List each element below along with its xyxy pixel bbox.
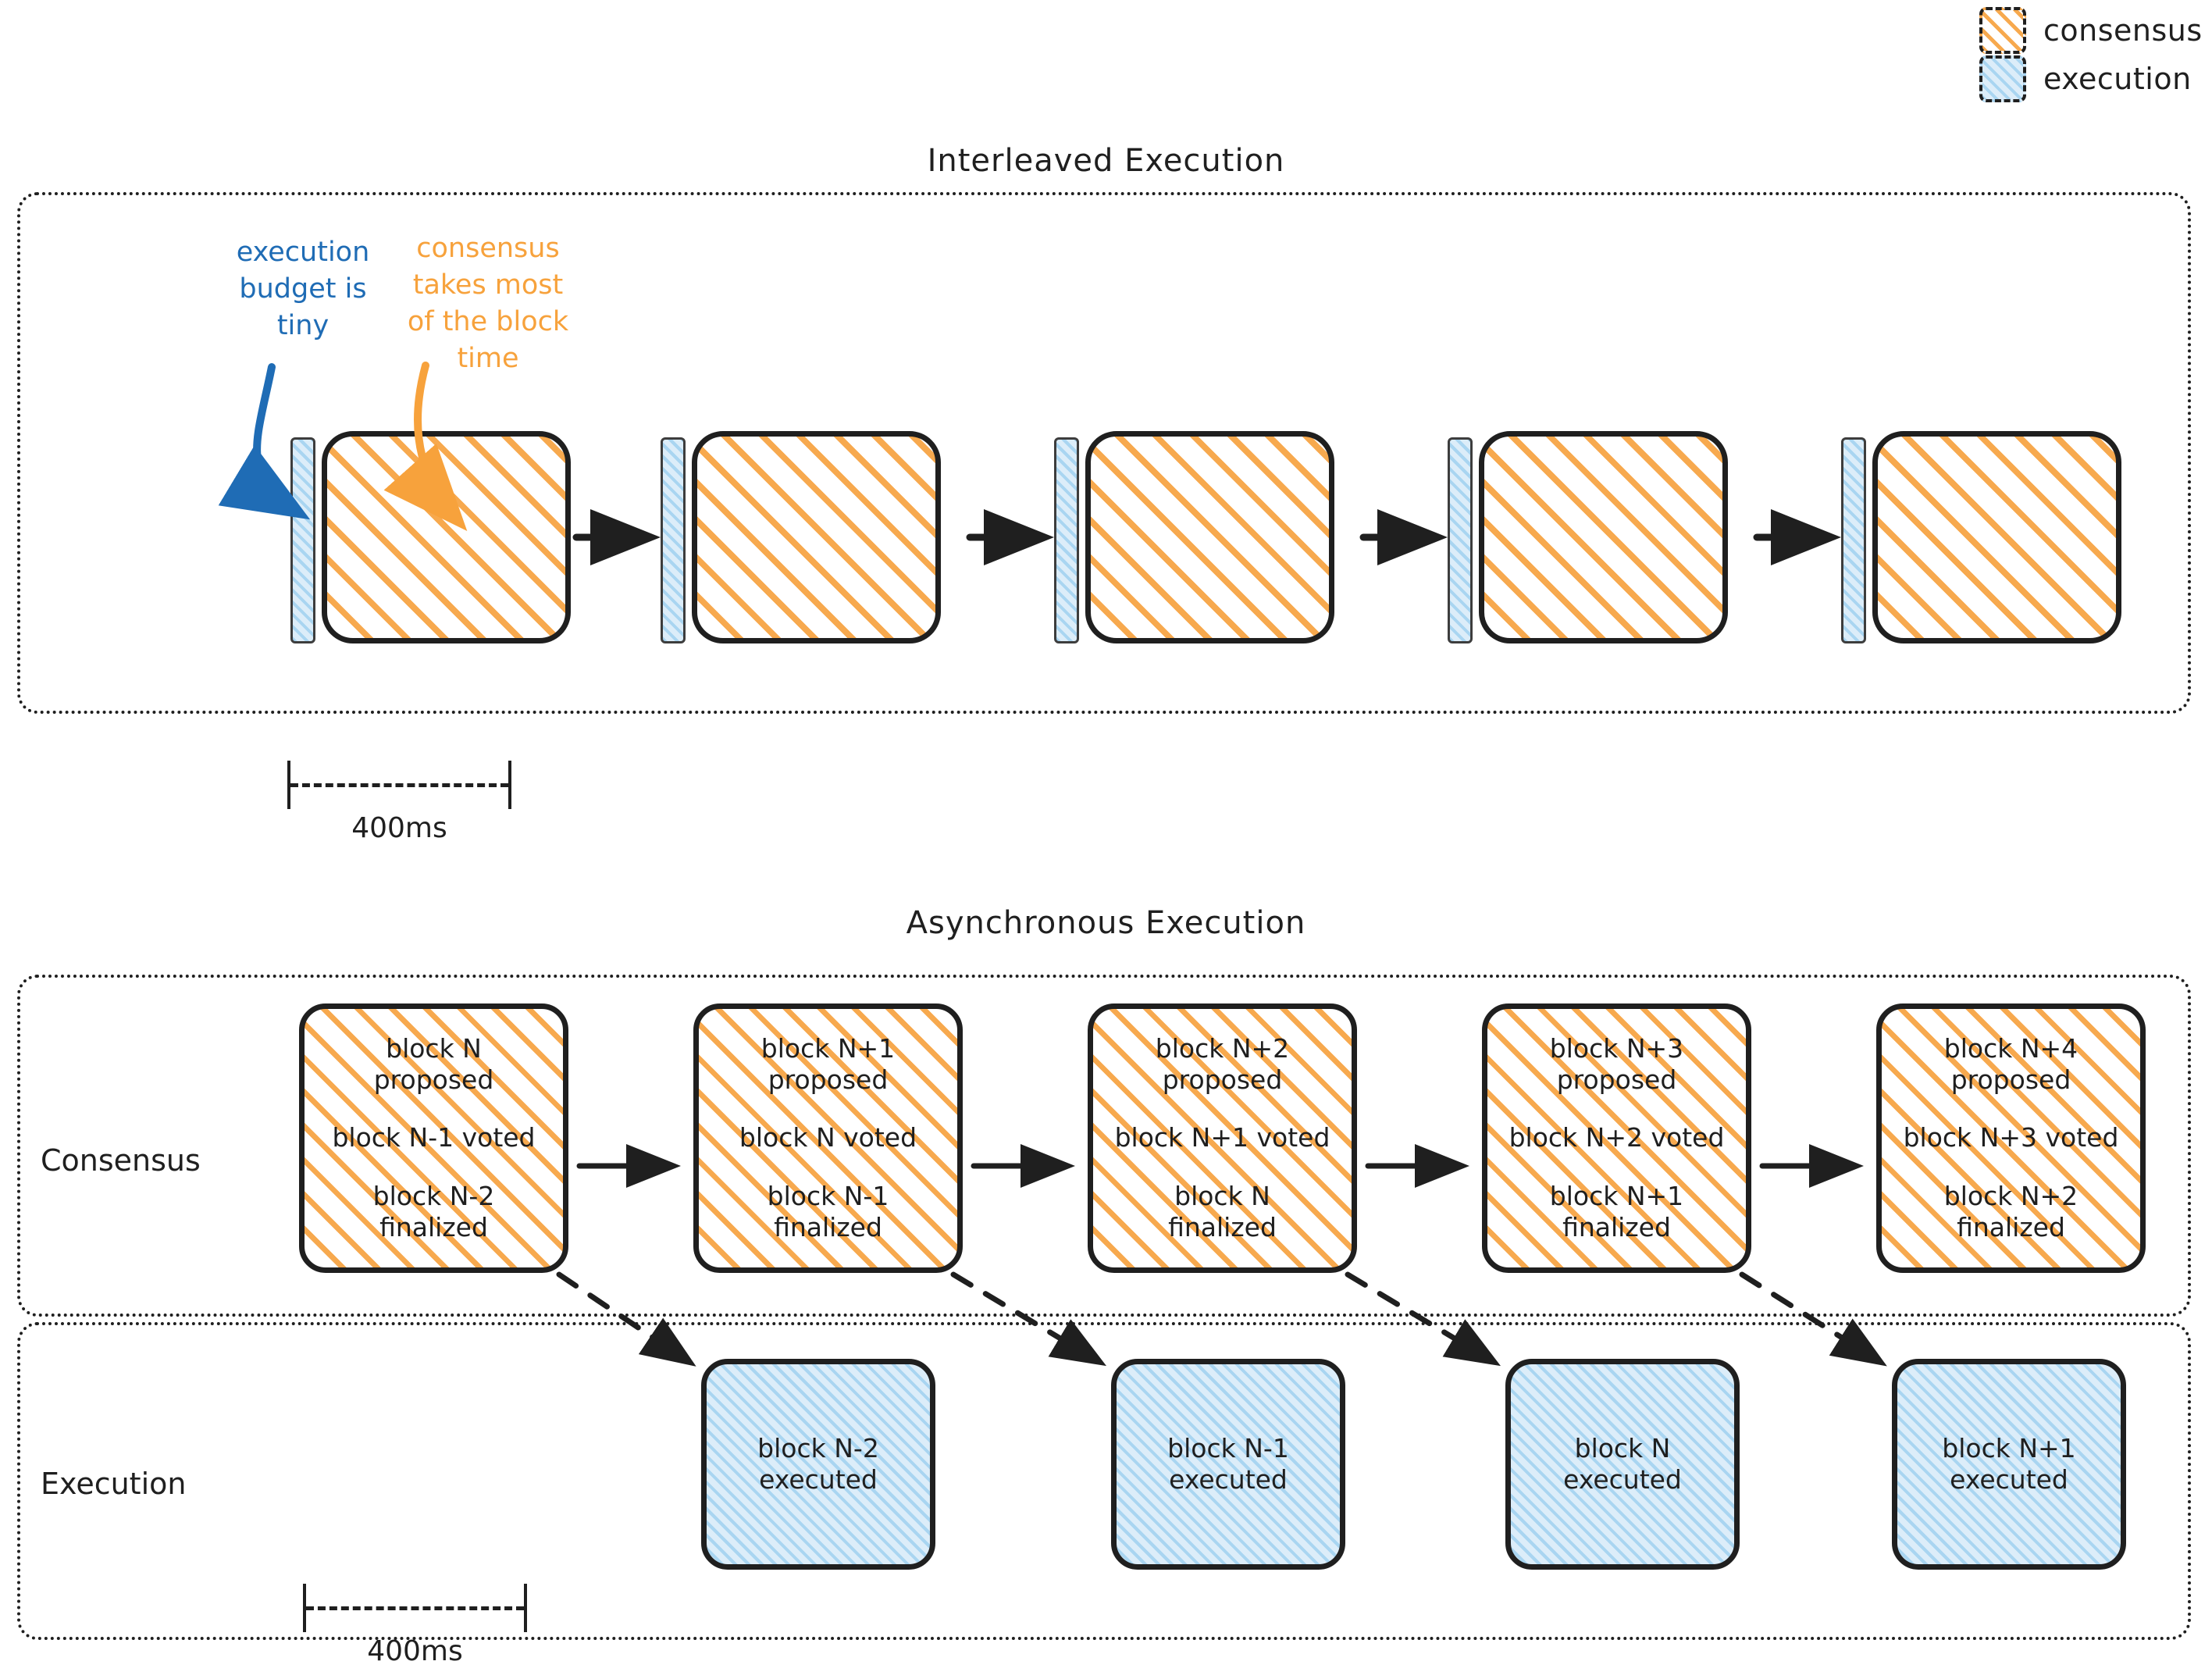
line: finalized: [774, 1211, 882, 1242]
line: proposed: [1162, 1064, 1283, 1096]
consensus-block-1: block N proposed block N-1 voted block N…: [299, 1003, 568, 1273]
line: proposed: [373, 1064, 494, 1096]
consensus-block-3-proposed: block N+2 proposed: [1156, 1033, 1289, 1096]
line: block N-1: [1167, 1432, 1289, 1463]
consensus-slab-1: [322, 431, 571, 643]
interleaved-container: [17, 192, 2191, 714]
line: block N+1: [760, 1032, 896, 1064]
line: block N+1: [1942, 1432, 2076, 1463]
line: block N+4: [1943, 1032, 2078, 1064]
consensus-block-5-proposed: block N+4 proposed: [1944, 1033, 2078, 1096]
line: block N-1: [767, 1180, 889, 1211]
execution-block-2: block N-1 executed: [1111, 1359, 1345, 1570]
line: block N+2: [1943, 1180, 2078, 1211]
line: proposed: [768, 1064, 889, 1096]
line: block N-2: [372, 1180, 495, 1211]
line: block N: [386, 1032, 482, 1064]
legend-label-consensus: consensus: [2043, 13, 2203, 48]
ruler-interleaved: 400ms: [287, 761, 511, 844]
execution-sliver-1: [290, 437, 315, 643]
legend-label-execution: execution: [2043, 62, 2192, 96]
consensus-slab-2: [692, 431, 941, 643]
ruler-async-label: 400ms: [367, 1635, 463, 1667]
consensus-block-1-finalized: block N-2 finalized: [373, 1181, 495, 1244]
consensus-slab-4: [1479, 431, 1728, 643]
async-consensus-container: [17, 975, 2191, 1317]
line: proposed: [1556, 1064, 1677, 1096]
execution-block-4: block N+1 executed: [1892, 1359, 2126, 1570]
consensus-block-1-proposed: block N proposed: [374, 1033, 494, 1096]
legend-item-execution: execution: [1979, 55, 2206, 103]
consensus-block-4: block N+3 proposed block N+2 voted block…: [1482, 1003, 1751, 1273]
consensus-block-5-voted: block N+3 voted: [1903, 1122, 2119, 1153]
ruler-async: 400ms: [303, 1584, 527, 1667]
consensus-block-4-voted: block N+2 voted: [1509, 1122, 1725, 1153]
ruler-interleaved-label: 400ms: [351, 812, 447, 844]
interleaved-section-title: Interleaved Execution: [927, 143, 1285, 179]
annotation-consensus-time: consensus takes most of the block time: [407, 233, 569, 374]
consensus-hatch-swatch-icon: [1979, 7, 2026, 54]
line: finalized: [1168, 1211, 1277, 1242]
legend: consensus execution: [1979, 6, 2206, 103]
annotation-execution-budget: execution budget is tiny: [236, 237, 370, 341]
row-label-consensus: Consensus: [41, 1143, 201, 1178]
execution-hatch-swatch-icon: [1979, 55, 2026, 102]
consensus-slab-3: [1085, 431, 1334, 643]
consensus-slab-5: [1872, 431, 2121, 643]
line: block N: [1174, 1180, 1270, 1211]
line: block N-2: [757, 1432, 879, 1463]
execution-block-1: block N-2 executed: [701, 1359, 935, 1570]
execution-sliver-4: [1448, 437, 1473, 643]
line: block N+3: [1549, 1032, 1684, 1064]
execution-sliver-2: [661, 437, 686, 643]
line: executed: [1563, 1464, 1682, 1495]
consensus-block-4-finalized: block N+1 finalized: [1550, 1181, 1683, 1244]
consensus-block-3-voted: block N+1 voted: [1114, 1122, 1330, 1153]
line: executed: [759, 1464, 878, 1495]
legend-item-consensus: consensus: [1979, 6, 2206, 55]
execution-sliver-3: [1054, 437, 1079, 643]
consensus-block-2-proposed: block N+1 proposed: [761, 1033, 895, 1096]
row-label-execution: Execution: [41, 1467, 187, 1501]
line: executed: [1169, 1464, 1288, 1495]
execution-block-3: block N executed: [1505, 1359, 1740, 1570]
line: finalized: [1562, 1211, 1671, 1242]
consensus-block-3: block N+2 proposed block N+1 voted block…: [1088, 1003, 1357, 1273]
line: proposed: [1950, 1064, 2071, 1096]
consensus-block-2-finalized: block N-1 finalized: [768, 1181, 889, 1244]
line: finalized: [1957, 1211, 2065, 1242]
consensus-block-4-proposed: block N+3 proposed: [1550, 1033, 1683, 1096]
execution-sliver-5: [1841, 437, 1866, 643]
line: executed: [1950, 1464, 2068, 1495]
line: block N+1: [1549, 1180, 1684, 1211]
consensus-block-5: block N+4 proposed block N+3 voted block…: [1876, 1003, 2146, 1273]
consensus-block-2: block N+1 proposed block N voted block N…: [693, 1003, 963, 1273]
consensus-block-3-finalized: block N finalized: [1168, 1181, 1277, 1244]
line: block N: [1574, 1432, 1671, 1463]
consensus-block-2-voted: block N voted: [739, 1122, 917, 1153]
async-section-title: Asynchronous Execution: [906, 905, 1306, 941]
line: block N+2: [1155, 1032, 1290, 1064]
consensus-block-5-finalized: block N+2 finalized: [1944, 1181, 2078, 1244]
consensus-block-1-voted: block N-1 voted: [332, 1122, 536, 1153]
line: finalized: [379, 1211, 488, 1242]
